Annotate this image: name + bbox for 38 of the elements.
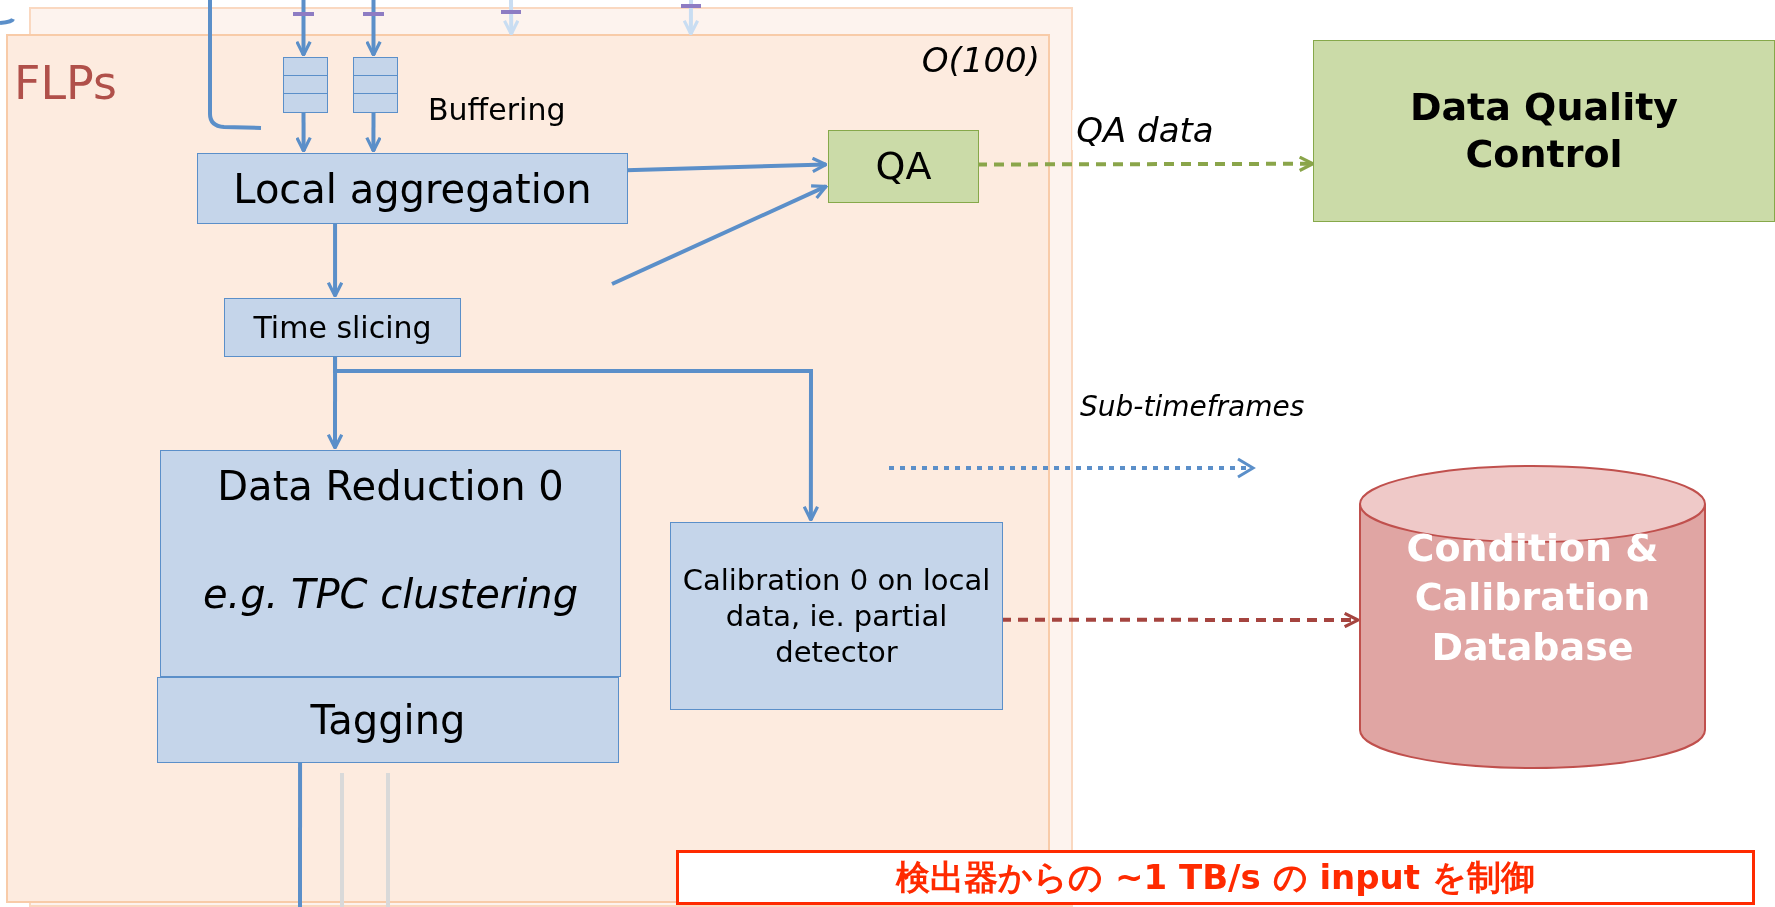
arrow <box>1001 611 1360 629</box>
arrow <box>682 0 700 36</box>
arrow <box>611 184 828 286</box>
database-label: Condition & Calibration Database <box>1405 525 1660 671</box>
arrow <box>977 155 1315 173</box>
process-box <box>224 298 461 357</box>
process-box <box>157 677 619 763</box>
example-label: e.g. TPC clustering <box>201 571 580 617</box>
process-box <box>160 450 621 677</box>
process-label: Calibration 0 on local data, ie. partial detector <box>681 561 992 671</box>
text-label: Sub-timeframes <box>1080 390 1305 423</box>
database-cylinder <box>1358 464 1707 770</box>
process-label: Data Reduction 0 <box>216 463 565 509</box>
arrow <box>295 111 312 153</box>
panel-title: FLPs <box>14 56 117 110</box>
process-label: Time slicing <box>253 308 432 347</box>
process-label: Data Quality Control <box>1408 83 1680 178</box>
note-box <box>676 850 1755 905</box>
text-label: Buffering <box>428 92 566 127</box>
note-text: 検出器からの ~1 TB/s の input を制御 <box>896 856 1535 899</box>
arrow <box>326 222 344 298</box>
arrow <box>365 111 382 153</box>
arrow <box>333 355 820 522</box>
connector-line <box>298 761 303 907</box>
process-label: Tagging <box>310 696 466 745</box>
buffer-icon <box>353 57 398 113</box>
arrow <box>625 156 828 174</box>
arrow <box>365 0 382 57</box>
buffer-icon <box>283 57 328 113</box>
process-label: Local aggregation <box>233 164 592 214</box>
quality-box <box>828 130 979 203</box>
process-box <box>670 522 1003 710</box>
arrow <box>502 0 520 36</box>
count-label: O(100) <box>921 40 1040 80</box>
process-label: QA <box>875 142 932 190</box>
quality-box <box>1313 40 1775 222</box>
arrow <box>295 0 312 57</box>
process-box <box>197 153 628 224</box>
